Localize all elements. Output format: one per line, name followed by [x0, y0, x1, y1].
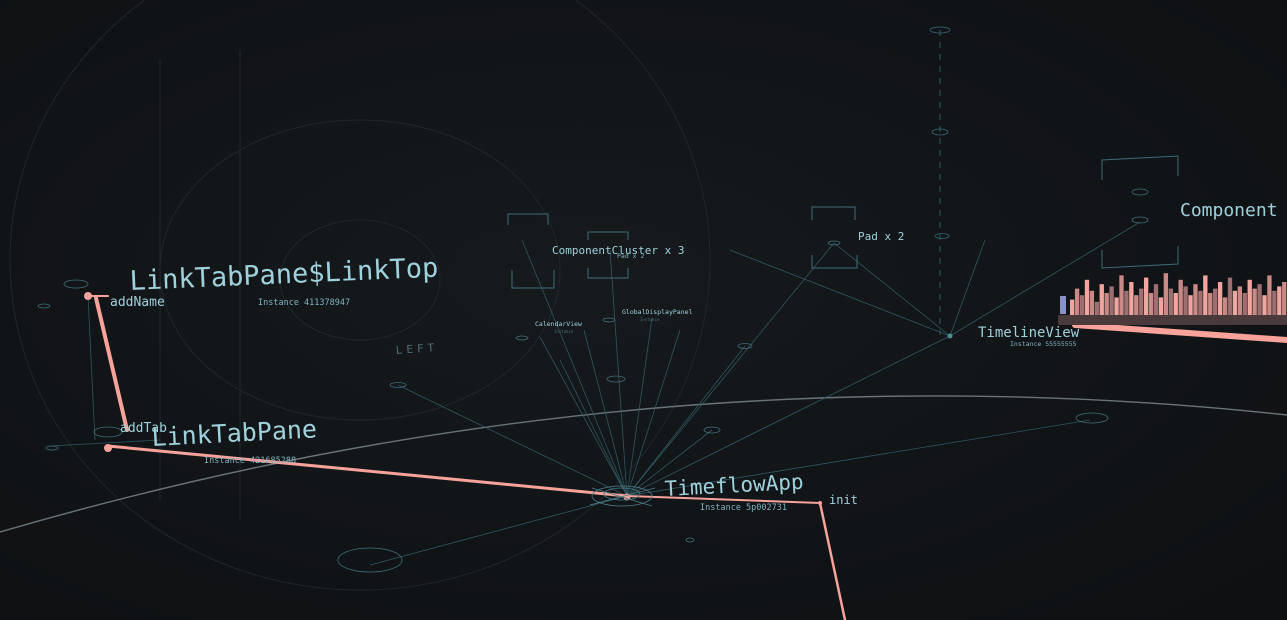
call-edges: [49, 221, 1141, 566]
histogram-bar: [1227, 277, 1233, 315]
histogram-bar: [1237, 286, 1243, 315]
method-add-name[interactable]: addName: [110, 295, 165, 310]
method-add-tab[interactable]: addTab: [120, 421, 167, 436]
vertical-axis: [929, 26, 951, 335]
node-sub-globaldisplaypanel: Instance: [640, 317, 660, 322]
histogram-bar: [1282, 282, 1287, 315]
node-instance-linktop: Instance 411378947: [258, 298, 350, 308]
node-instance-timelineview: Instance 55555555: [1010, 340, 1077, 348]
histogram-bar: [1203, 275, 1208, 315]
histogram-bar: [1247, 279, 1252, 315]
histogram-bar: [1217, 282, 1223, 315]
histogram-bar: [1104, 293, 1109, 315]
histogram-bar: [1094, 301, 1099, 315]
timeflow-cluster-glyph: [589, 485, 656, 507]
ground-plane-arc: [0, 395, 1287, 533]
node-markers: [84, 292, 953, 505]
histogram-bar: [1148, 293, 1154, 315]
histogram-bar: [1143, 277, 1149, 315]
class-glyphs: [37, 188, 1149, 573]
histogram-bar: [1277, 286, 1282, 315]
histogram-bar: [1099, 284, 1104, 315]
histogram-bar: [1257, 284, 1262, 315]
histogram-bar: [1070, 299, 1075, 315]
histogram-bar: [1163, 273, 1169, 315]
histogram-bar: [1208, 293, 1213, 315]
histogram-bar: [1124, 290, 1129, 315]
node-label-componentcluster[interactable]: ComponentCluster x 3: [552, 244, 684, 257]
histogram-bar: [1178, 279, 1183, 315]
histogram-bar: [1119, 275, 1124, 315]
histogram-bar: [1188, 295, 1193, 315]
histogram-marker: [1060, 296, 1066, 314]
histogram-bar: [1198, 290, 1203, 315]
node-sub-calendarview: Instance: [554, 329, 574, 334]
histogram-bar: [1262, 295, 1267, 315]
node-instance-linktabpane: Instance 421685288: [204, 456, 296, 466]
histogram-bar: [1114, 297, 1119, 315]
histogram-bar: [1242, 293, 1247, 315]
histogram-bar: [1074, 288, 1080, 315]
method-init[interactable]: init: [829, 493, 858, 507]
node-instance-timeflowapp: Instance 5p002731: [700, 503, 787, 513]
histogram-bar: [1272, 290, 1277, 315]
histogram-base: [1058, 315, 1287, 325]
histogram-bar: [1213, 288, 1218, 315]
histogram-bar: [1089, 290, 1095, 315]
highlight-path: [87, 295, 1287, 620]
radar-rings: [9, 0, 711, 591]
histogram-bar: [1079, 295, 1085, 315]
histogram-bar: [1267, 275, 1272, 315]
histogram-bar: [1252, 288, 1257, 315]
histogram-bar: [1084, 279, 1090, 315]
histogram-bar: [1109, 286, 1114, 315]
histogram-bar: [1183, 286, 1188, 315]
activity-histogram: [1070, 273, 1287, 315]
node-label-component[interactable]: Component: [1180, 200, 1278, 221]
histogram-bar: [1232, 290, 1238, 315]
histogram-bar: [1139, 288, 1144, 315]
histogram-bar: [1173, 293, 1178, 315]
histogram-bar: [1168, 288, 1173, 315]
histogram-bar: [1222, 297, 1228, 315]
histogram-bar: [1134, 295, 1139, 315]
histogram-bar: [1153, 284, 1159, 315]
node-label-timelineview[interactable]: TimelineView: [978, 325, 1080, 341]
histogram-bar: [1129, 282, 1134, 315]
node-label-globaldisplaypanel[interactable]: GlobalDisplayPanel: [622, 308, 693, 316]
histogram-bar: [1158, 297, 1164, 315]
node-label-calendarview[interactable]: CalendarView: [535, 320, 582, 328]
compass-left-label: LEFT: [395, 341, 438, 357]
node-sub-componentcluster: Pad x 2: [617, 252, 644, 260]
histogram-bar: [1193, 284, 1198, 315]
cluster-brackets: [507, 155, 1179, 289]
node-label-pad[interactable]: Pad x 2: [858, 230, 904, 243]
